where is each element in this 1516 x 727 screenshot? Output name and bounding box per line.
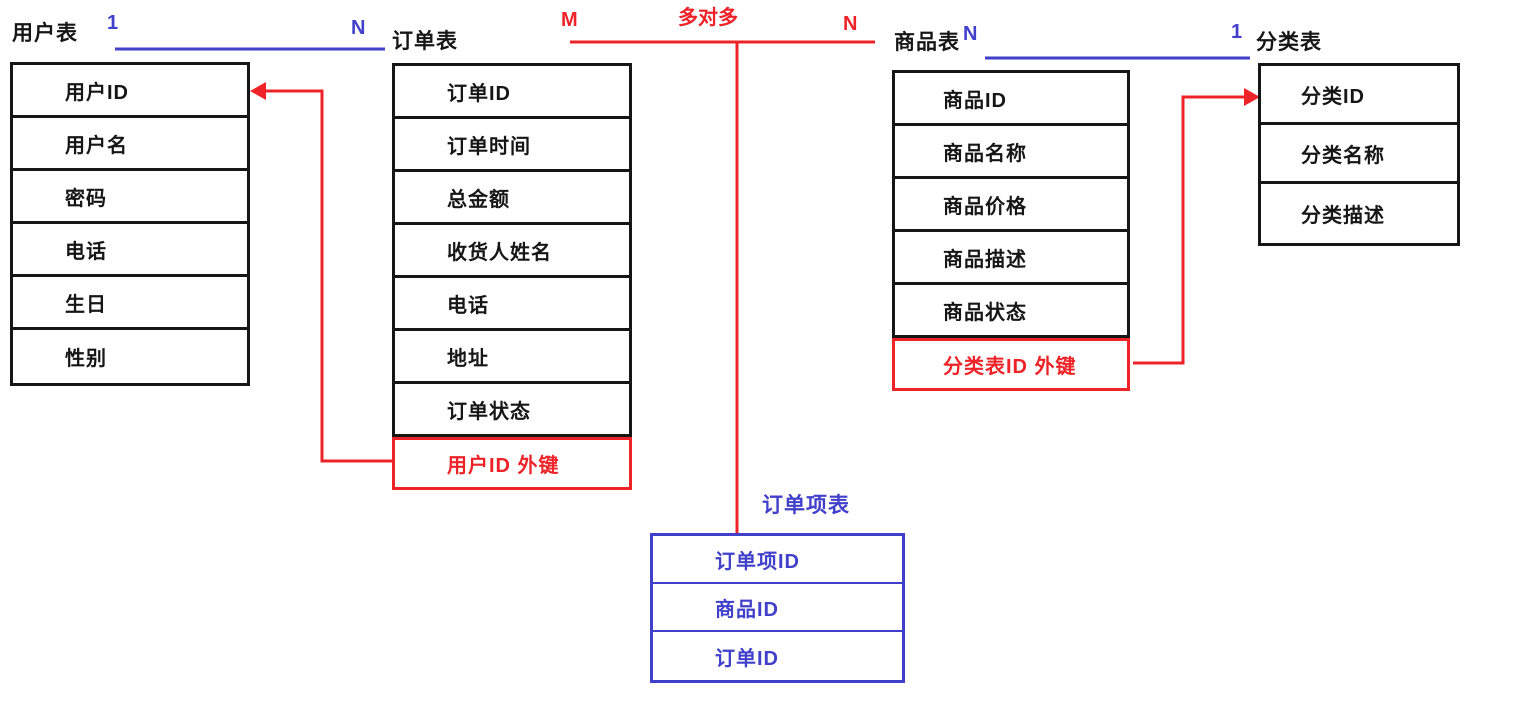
table-row: 用户名 xyxy=(13,118,247,171)
table-row: 性别 xyxy=(65,348,107,370)
table-row: 电话 xyxy=(13,224,247,277)
many-to-many-label: 多对多 xyxy=(678,7,738,29)
table-row: 总金额 xyxy=(395,172,629,225)
order-item-table-title: 订单项表 xyxy=(762,494,850,517)
cardinality-product-category-1: 1 xyxy=(1231,21,1243,43)
category-table-title: 分类表 xyxy=(1256,31,1322,54)
product-table-title: 商品表 xyxy=(894,31,960,54)
cardinality-user-order-1: 1 xyxy=(107,12,119,34)
cardinality-product-category-n: N xyxy=(963,23,978,45)
fk-arrowhead-order-to-user xyxy=(250,82,266,100)
table-row: 地址 xyxy=(395,331,629,384)
table-row: 用户ID xyxy=(13,65,247,118)
table-row: 商品价格 xyxy=(895,179,1127,232)
table-row: 商品ID xyxy=(653,584,902,632)
table-row-foreign-key: 分类表ID 外键 xyxy=(892,338,1130,391)
cardinality-order-product-n: N xyxy=(843,13,858,35)
order-table-title: 订单表 xyxy=(392,30,458,53)
table-row: 收货人姓名 xyxy=(395,225,629,278)
table-row: 分类描述 xyxy=(1301,205,1385,227)
table-row: 商品ID xyxy=(895,73,1127,126)
table-row: 订单项ID xyxy=(653,536,902,584)
cardinality-order-product-m: M xyxy=(561,9,578,31)
table-row-foreign-key: 用户ID 外键 xyxy=(392,437,632,490)
table-row: 商品状态 xyxy=(895,285,1127,338)
table-row: 商品描述 xyxy=(895,232,1127,285)
table-row: 电话 xyxy=(395,278,629,331)
table-row: 商品名称 xyxy=(895,126,1127,179)
table-row: 订单ID xyxy=(395,66,629,119)
user-table-title: 用户表 xyxy=(12,22,78,45)
cardinality-user-order-n: N xyxy=(351,17,366,39)
table-row: 分类名称 xyxy=(1261,125,1457,184)
fk-arrow-order-to-user xyxy=(254,89,392,463)
table-row: 订单状态 xyxy=(395,384,629,437)
table-row: 分类ID xyxy=(1261,66,1457,125)
table-row: 订单时间 xyxy=(395,119,629,172)
table-row: 订单ID xyxy=(715,647,779,670)
table-row: 密码 xyxy=(13,171,247,224)
table-row: 生日 xyxy=(13,277,247,330)
fk-arrow-product-to-category xyxy=(1133,95,1252,365)
